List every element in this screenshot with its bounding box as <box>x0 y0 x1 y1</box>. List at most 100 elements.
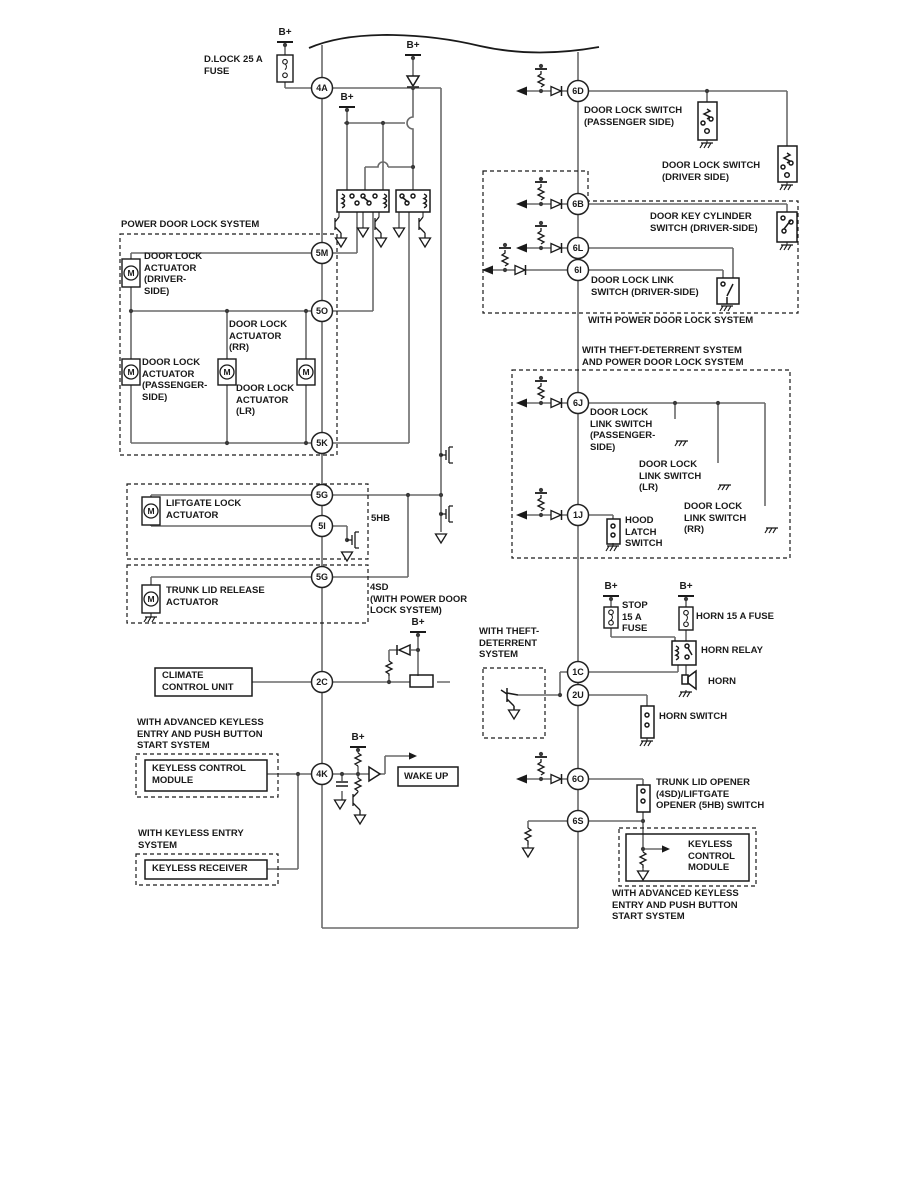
connector-circle <box>566 503 590 527</box>
connector-5g2: 5G <box>315 572 328 582</box>
keyless-control-module-box <box>144 759 268 792</box>
connector-circle <box>566 809 590 833</box>
junction-dot <box>410 55 416 61</box>
resistor-icon <box>353 752 363 767</box>
ground-icon <box>340 551 354 563</box>
ground-icon <box>636 870 650 882</box>
label-horn-switch: HORN SWITCH <box>659 711 728 722</box>
motor-m-label: M <box>147 594 154 604</box>
label-liftgate-actuator: LIFTGATE LOCK ACTUATOR <box>166 498 242 521</box>
junction-dot <box>538 375 544 381</box>
chassis-ground-icon <box>719 305 733 312</box>
liftgate-actuator-box <box>126 483 369 560</box>
fuse-icon <box>282 72 288 79</box>
resistor-icon <box>353 777 363 792</box>
label-hood-latch: HOOD LATCH SWITCH <box>625 515 663 549</box>
label-power-door-lock-system: POWER DOOR LOCK SYSTEM <box>121 219 260 230</box>
label-actuator-passenger: DOOR LOCK ACTUATOR (PASSENGER- SIDE) <box>142 357 208 403</box>
label-keyless-control-module: KEYLESS CONTROL MODULE <box>152 763 246 786</box>
label-with-advanced-keyless2: WITH ADVANCED KEYLESS ENTRY AND PUSH BUT… <box>612 888 739 922</box>
resistor-icon <box>638 851 648 868</box>
connector-6b: 6B <box>572 199 584 209</box>
label-stop-fuse: STOP 15 A FUSE <box>622 600 648 634</box>
junction-dot <box>502 242 508 248</box>
connector-circle <box>566 192 590 216</box>
fuse-icon <box>678 606 694 631</box>
label-dll-rr: DOOR LOCK LINK SWITCH (RR) <box>684 501 747 535</box>
trunk-release-box <box>126 564 369 624</box>
connector-circle <box>566 258 590 282</box>
label-trunk-opener: TRUNK LID OPENER (4SD)/LIFTGATE OPENER (… <box>656 777 765 811</box>
connector-circle <box>310 670 334 694</box>
junction-dot <box>386 679 392 685</box>
driver-transistor-icon <box>441 505 453 523</box>
motor-m-label: M <box>302 367 309 377</box>
motor-symbol <box>143 591 159 607</box>
chassis-ground-icon <box>779 244 793 251</box>
junction-dot <box>704 88 710 94</box>
junction-dot <box>303 308 309 314</box>
motor-symbol <box>219 364 235 380</box>
label-dls-driver: DOOR LOCK SWITCH (DRIVER SIDE) <box>662 160 761 183</box>
label-dls-passenger: DOOR LOCK SWITCH (PASSENGER SIDE) <box>584 105 683 128</box>
ground-icon <box>418 237 432 249</box>
wake-up-box <box>397 766 459 787</box>
connector-1c: 1C <box>572 667 584 677</box>
junction-dot <box>405 492 411 498</box>
pullup-resistor-icon <box>536 71 546 88</box>
connector-4k: 4K <box>316 769 328 779</box>
diode-icon <box>405 75 421 88</box>
buffer-icon <box>368 765 382 783</box>
chassis-ground-icon <box>678 691 692 698</box>
offpage-arrow-icon <box>516 199 527 209</box>
chassis-ground-icon <box>639 740 653 747</box>
advanced-keyless-box-left <box>135 753 279 798</box>
connector-circle <box>310 483 334 507</box>
ground-icon <box>356 227 370 239</box>
chassis-ground-icon <box>674 440 688 447</box>
diode-icon <box>550 242 563 254</box>
advanced-keyless-box-right <box>618 827 757 887</box>
keyless-entry-box <box>135 853 279 886</box>
door-lock-link-switch-driver-symbol <box>716 277 740 305</box>
label-dll-lr: DOOR LOCK LINK SWITCH (LR) <box>639 459 702 493</box>
transistor-icon <box>418 216 426 238</box>
connector-circle <box>566 391 590 415</box>
offpage-arrow-icon <box>516 243 527 253</box>
label-dll-passenger: DOOR LOCK LINK SWITCH (PASSENGER- SIDE) <box>590 407 656 453</box>
keyless-receiver-box <box>144 859 268 880</box>
connector-circle <box>566 660 590 684</box>
connector-1j: 1J <box>572 510 583 520</box>
hood-latch-switch-symbol <box>606 518 621 545</box>
bplus-label: B+ <box>406 40 420 51</box>
connector-circle <box>566 767 590 791</box>
bplus-label: B+ <box>340 92 354 103</box>
transistor-icon <box>352 791 361 815</box>
bplus-label: B+ <box>679 581 693 592</box>
connector-5k: 5K <box>316 438 328 448</box>
junction-dot <box>538 220 544 226</box>
ground-icon <box>507 709 521 721</box>
resistor-icon <box>523 827 533 845</box>
label-keyless-control-module2: KEYLESS CONTROL MODULE <box>688 839 735 873</box>
transistor-icon <box>334 216 342 238</box>
junction-dot <box>538 751 544 757</box>
fuse-icon <box>683 621 689 628</box>
offpage-arrow-icon <box>516 398 527 408</box>
label-4sd: 4SD (WITH POWER DOOR LOCK SYSTEM) <box>370 582 468 616</box>
keyless-control-module2-box <box>625 833 750 882</box>
chassis-ground-icon <box>699 142 713 149</box>
junction-dot <box>303 440 309 446</box>
horn-icon <box>681 674 689 685</box>
junction-dot <box>538 776 544 782</box>
climate-control-unit-box <box>154 667 253 697</box>
offpage-arrow-icon <box>516 774 527 784</box>
ground-icon <box>434 533 448 545</box>
connector-circle <box>310 299 334 323</box>
signal-arrow-icon <box>662 845 670 853</box>
junction-dot <box>224 440 230 446</box>
junction-dot <box>683 596 689 602</box>
diode-icon <box>550 85 563 97</box>
junction-dot <box>410 85 416 91</box>
motor-m-label: M <box>127 367 134 377</box>
